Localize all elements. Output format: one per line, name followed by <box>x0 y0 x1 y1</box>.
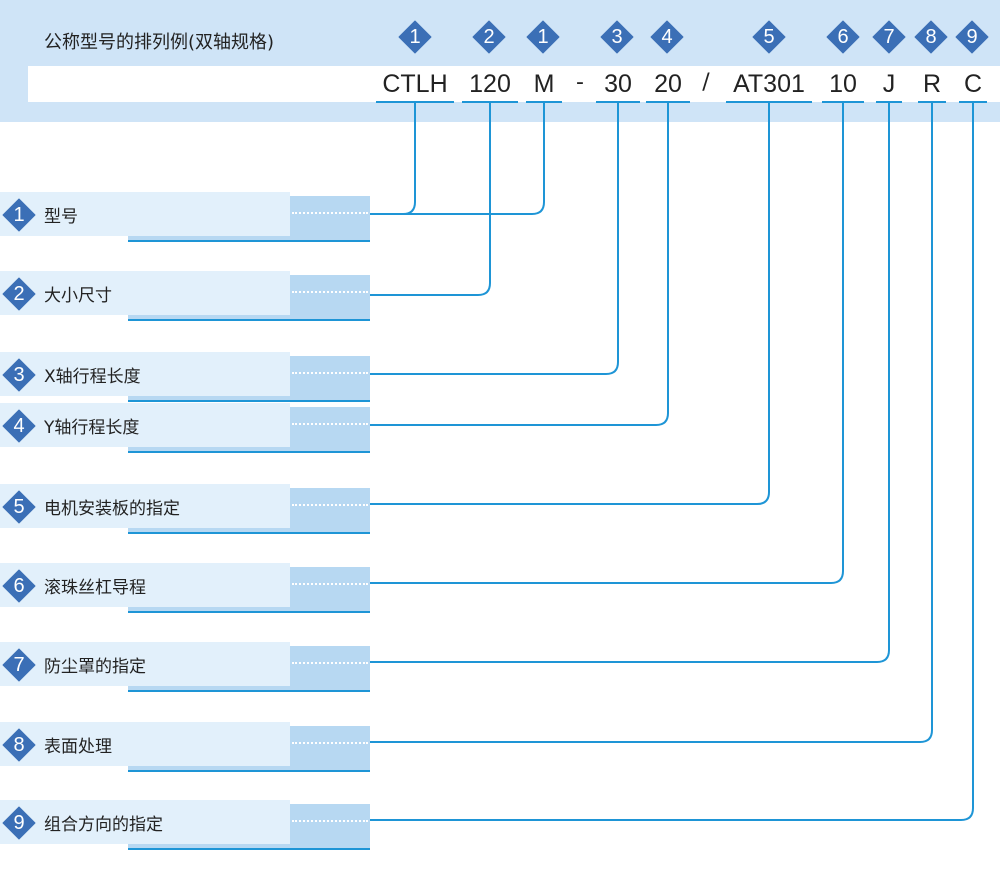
item-badge-7: 7 <box>2 648 36 682</box>
top-badge-3: 3 <box>600 20 634 54</box>
top-badge-5: 5 <box>752 20 786 54</box>
connector-x-stroke <box>370 103 619 375</box>
item-label: X轴行程长度 <box>44 367 141 387</box>
item-label: 电机安装板的指定 <box>44 499 180 519</box>
item-badge-1: 1 <box>2 198 36 232</box>
diagram-title: 公称型号的排列例(双轴规格) <box>44 32 275 53</box>
item-label: 组合方向的指定 <box>44 815 163 835</box>
item-label: 表面处理 <box>44 737 112 757</box>
item-surface: 8 表面处理 <box>0 722 370 772</box>
code-seg-direction: C <box>963 70 983 98</box>
item-badge-8: 8 <box>2 728 36 762</box>
item-badge-9: 9 <box>2 806 36 840</box>
underline-direction <box>959 101 987 103</box>
connector-y-stroke <box>370 103 669 426</box>
item-size: 2 大小尺寸 <box>0 271 370 321</box>
item-badge-6: 6 <box>2 569 36 603</box>
underline-motor-plate <box>726 101 812 103</box>
header-band <box>0 0 1000 122</box>
item-dust-cover: 7 防尘罩的指定 <box>0 642 370 692</box>
underline-model-suffix <box>526 101 562 103</box>
item-badge-3: 3 <box>2 358 36 392</box>
connector-dust-cover <box>370 103 890 663</box>
underline-lead <box>822 101 864 103</box>
item-motor-plate: 5 电机安装板的指定 <box>0 484 370 534</box>
code-seg-size: 120 <box>469 70 511 98</box>
code-separator-slash: / <box>702 70 710 95</box>
underline-model <box>376 101 454 103</box>
top-badge-2: 2 <box>472 20 506 54</box>
item-x-stroke: 3 X轴行程长度 <box>0 352 370 402</box>
top-badge-7: 7 <box>872 20 906 54</box>
code-separator-dash: - <box>576 70 584 95</box>
item-model: 1 型号 <box>0 192 370 242</box>
underline-x-stroke <box>596 101 640 103</box>
code-seg-lead: 10 <box>829 70 857 98</box>
underline-dust-cover <box>876 101 902 103</box>
item-badge-4: 4 <box>2 409 36 443</box>
item-badge-2: 2 <box>2 277 36 311</box>
item-label: 型号 <box>44 207 78 227</box>
code-seg-dust-cover: J <box>882 70 896 98</box>
item-label: 滚珠丝杠导程 <box>44 578 146 598</box>
connector-motor-plate <box>370 103 770 505</box>
top-badge-1b: 1 <box>526 20 560 54</box>
code-seg-x-stroke: 30 <box>604 70 632 98</box>
top-badge-1: 1 <box>398 20 432 54</box>
code-seg-y-stroke: 20 <box>654 70 682 98</box>
item-lead: 6 滚珠丝杠导程 <box>0 563 370 613</box>
item-label: 大小尺寸 <box>44 286 112 306</box>
item-y-stroke: 4 Y轴行程长度 <box>0 403 370 453</box>
item-badge-5: 5 <box>2 490 36 524</box>
connector-size <box>370 103 491 296</box>
top-badge-9: 9 <box>955 20 989 54</box>
item-direction: 9 组合方向的指定 <box>0 800 370 850</box>
underline-y-stroke <box>646 101 690 103</box>
code-seg-model: CTLH <box>382 70 448 98</box>
connector-direction <box>370 103 974 821</box>
connector-surface <box>370 103 933 743</box>
item-label: 防尘罩的指定 <box>44 657 146 677</box>
code-seg-model-suffix: M <box>533 70 555 98</box>
connector-lead <box>370 103 844 584</box>
top-badge-4: 4 <box>650 20 684 54</box>
top-badge-6: 6 <box>826 20 860 54</box>
underline-size <box>462 101 518 103</box>
code-seg-motor-plate: AT301 <box>733 70 805 98</box>
top-badge-8: 8 <box>914 20 948 54</box>
underline-surface <box>918 101 946 103</box>
code-seg-surface: R <box>922 70 942 98</box>
code-row-background <box>28 66 1000 102</box>
item-label: Y轴行程长度 <box>44 418 140 438</box>
